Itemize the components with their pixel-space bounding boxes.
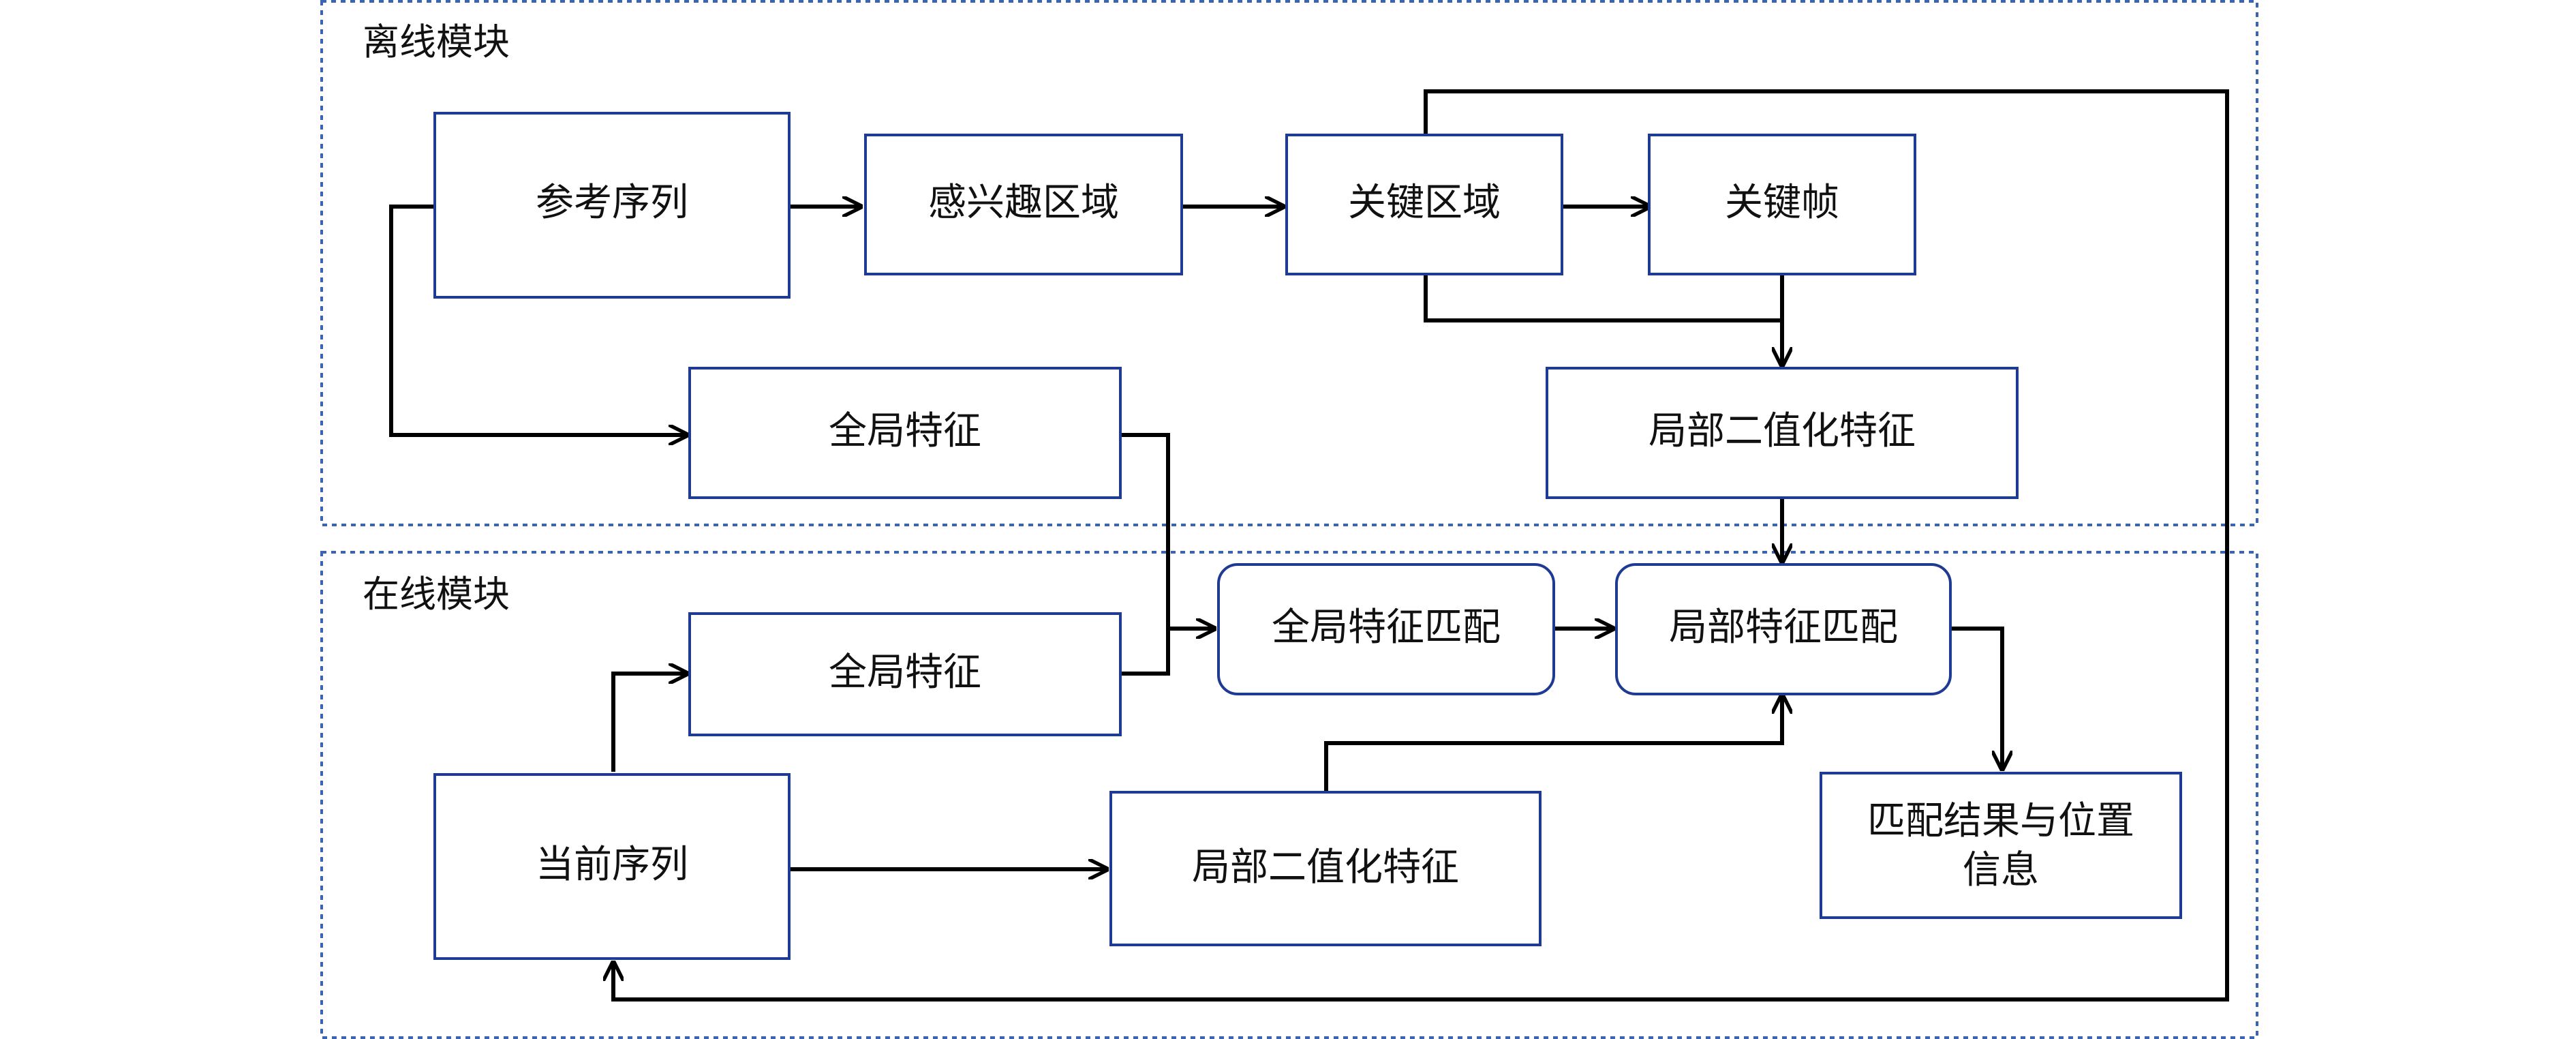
node-offline-local-binary-feature: 局部二值化特征 xyxy=(1546,367,2019,499)
result-line1: 匹配结果与位置 xyxy=(1867,799,2134,843)
svg-text:当前序列: 当前序列 xyxy=(536,843,688,887)
result-line2: 信息 xyxy=(1963,848,2039,892)
node-key-frame: 关键帧 xyxy=(1648,134,1916,275)
node-global-match: 全局特征匹配 xyxy=(1217,563,1555,695)
line-globalfeatures-merge xyxy=(1120,433,1170,676)
arrow-cur-to-globalfeature xyxy=(611,674,687,772)
arrow-lbf-to-localmatch-online xyxy=(1324,695,1782,792)
node-ref-sequence: 参考序列 xyxy=(433,112,791,299)
svg-text:全局特征: 全局特征 xyxy=(829,409,981,453)
node-online-local-binary-feature: 局部二值化特征 xyxy=(1109,791,1542,946)
svg-text:局部二值化特征: 局部二值化特征 xyxy=(1192,845,1459,890)
line-keyregion-to-lbf xyxy=(1424,275,1782,322)
arrow-ref-to-globalfeature xyxy=(389,205,687,435)
node-match-result: 匹配结果与位置 信息 xyxy=(1820,772,2182,919)
node-current-sequence: 当前序列 xyxy=(433,773,791,960)
online-module-title: 在线模块 xyxy=(363,573,510,616)
node-offline-global-feature: 全局特征 xyxy=(688,367,1122,499)
arrow-feedback-loop xyxy=(613,89,2229,1002)
node-local-match: 局部特征匹配 xyxy=(1615,563,1952,695)
arrow-localmatch-to-result xyxy=(1950,627,2002,769)
svg-text:全局特征: 全局特征 xyxy=(829,650,981,695)
svg-text:关键区域: 关键区域 xyxy=(1348,181,1501,225)
offline-module-frame xyxy=(320,0,2258,526)
svg-text:关键帧: 关键帧 xyxy=(1725,181,1839,225)
node-key-region: 关键区域 xyxy=(1285,134,1563,275)
connectors xyxy=(389,89,2229,1002)
svg-text:感兴趣区域: 感兴趣区域 xyxy=(928,181,1119,225)
node-roi: 感兴趣区域 xyxy=(864,134,1183,275)
node-online-global-feature: 全局特征 xyxy=(688,612,1122,736)
svg-text:全局特征匹配: 全局特征匹配 xyxy=(1272,605,1501,650)
svg-text:参考序列: 参考序列 xyxy=(536,181,688,225)
svg-text:局部特征匹配: 局部特征匹配 xyxy=(1669,605,1898,650)
offline-module-title: 离线模块 xyxy=(363,20,510,63)
online-module-frame xyxy=(320,551,2258,1039)
svg-text:局部二值化特征: 局部二值化特征 xyxy=(1649,409,1916,453)
